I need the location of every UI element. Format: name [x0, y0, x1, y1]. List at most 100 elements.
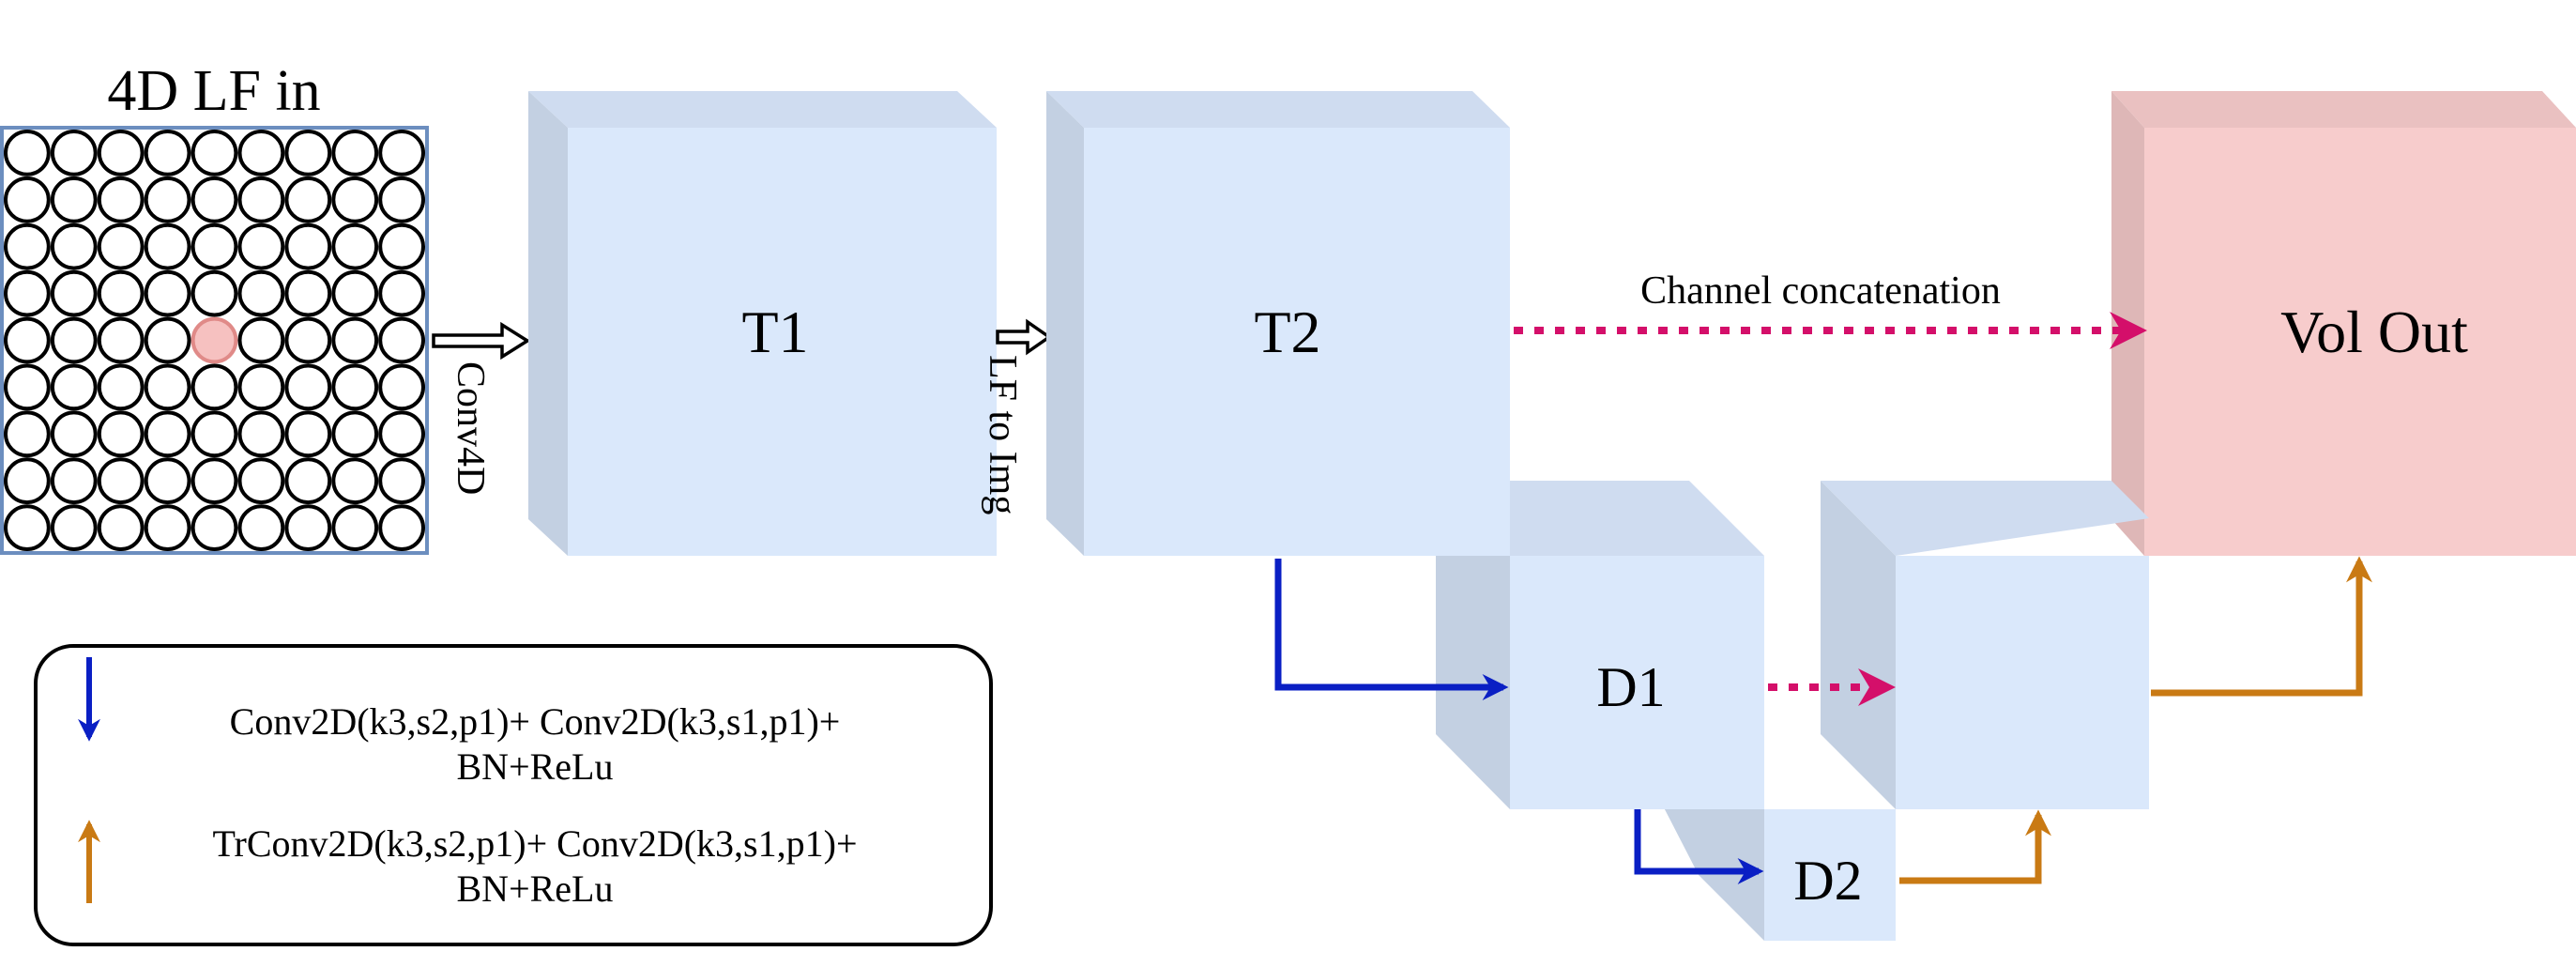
lenslet: [331, 410, 379, 458]
vol-out-label: Vol Out: [2280, 299, 2468, 365]
lenslet: [4, 504, 51, 551]
lenslet: [97, 410, 145, 458]
lenslet: [50, 410, 98, 458]
lenslet: [50, 130, 98, 177]
t2-label: T2: [1254, 299, 1320, 365]
lenslet: [191, 223, 238, 270]
lenslet-highlighted: [191, 316, 238, 364]
lenslet: [378, 504, 426, 551]
lenslet: [378, 269, 426, 317]
up-arrow-decoder-out: [2151, 556, 2372, 697]
lenslet: [4, 316, 51, 364]
lenslet: [237, 130, 285, 177]
lenslet: [97, 363, 145, 411]
concat-label: Channel concatenation: [1640, 269, 2001, 313]
lenslet: [4, 223, 51, 270]
up-arrow-d2-decoder: [1899, 809, 2051, 884]
lenslet: [191, 504, 238, 551]
lenslet: [4, 130, 51, 177]
lenslet: [191, 130, 238, 177]
lenslet: [331, 176, 379, 223]
lenslet: [144, 223, 191, 270]
lenslet: [144, 410, 191, 458]
down-arrow-t2-d1: [1274, 559, 1509, 700]
vol-out-block: Vol Out: [2111, 91, 2576, 556]
lenslet: [284, 316, 332, 364]
lenslet: [4, 457, 51, 505]
lenslet: [97, 223, 145, 270]
lenslet: [4, 410, 51, 458]
lenslet: [284, 223, 332, 270]
lenslet: [331, 223, 379, 270]
lenslet: [144, 316, 191, 364]
lenslet: [191, 457, 238, 505]
lf-to-img-label: LF to Img: [981, 355, 1024, 514]
lenslet: [378, 363, 426, 411]
lenslet: [144, 269, 191, 317]
lenslet: [50, 457, 98, 505]
lenslet: [378, 316, 426, 364]
d2-label: D2: [1793, 850, 1862, 912]
lenslet: [378, 130, 426, 177]
lenslet: [144, 504, 191, 551]
lenslet: [4, 176, 51, 223]
lenslet: [50, 363, 98, 411]
d1-block: D1: [1436, 481, 1764, 809]
lenslet: [144, 363, 191, 411]
t1-label: T1: [741, 299, 808, 365]
lenslet: [237, 410, 285, 458]
lenslet: [97, 269, 145, 317]
lenslet: [191, 363, 238, 411]
lenslet: [97, 176, 145, 223]
t1-block: T1: [528, 91, 997, 556]
lenslet: [331, 504, 379, 551]
lenslet: [378, 223, 426, 270]
lenslet: [378, 457, 426, 505]
lenslet: [4, 363, 51, 411]
lenslet: [331, 363, 379, 411]
input-title: 4D LF in: [107, 59, 320, 123]
lenslet: [50, 269, 98, 317]
conv4d-label: Conv4D: [449, 361, 492, 495]
conv4d-arrow-icon: [432, 321, 531, 361]
d2-block: D2: [1652, 784, 1896, 941]
lenslet: [191, 410, 238, 458]
lenslet: [191, 269, 238, 317]
lenslet: [50, 223, 98, 270]
lenslet: [284, 130, 332, 177]
lenslet: [144, 130, 191, 177]
lenslet: [378, 176, 426, 223]
lenslet: [4, 269, 51, 317]
legend-down-line2: BN+ReLu: [457, 745, 614, 788]
lenslet: [50, 504, 98, 551]
lenslet: [50, 316, 98, 364]
lenslet: [237, 504, 285, 551]
lenslet: [331, 457, 379, 505]
legend: Conv2D(k3,s2,p1)+ Conv2D(k3,s1,p1)+ BN+R…: [34, 644, 993, 946]
lenslet: [191, 176, 238, 223]
lenslet: [50, 176, 98, 223]
lenslet: [97, 504, 145, 551]
legend-up-line1: TrConv2D(k3,s2,p1)+ Conv2D(k3,s1,p1)+: [212, 822, 857, 865]
lenslet: [97, 457, 145, 505]
lenslet: [284, 176, 332, 223]
decoder-block: [1821, 481, 2149, 809]
legend-up-line2: BN+ReLu: [457, 867, 614, 910]
lenslet: [97, 130, 145, 177]
d1-label: D1: [1596, 656, 1665, 718]
lenslet: [331, 130, 379, 177]
lenslet: [284, 504, 332, 551]
lenslet: [378, 410, 426, 458]
down-arrow-d1-d2: [1634, 809, 1764, 884]
legend-down-line1: Conv2D(k3,s2,p1)+ Conv2D(k3,s1,p1)+: [230, 700, 841, 743]
lenslet: [237, 363, 285, 411]
lenslet: [237, 457, 285, 505]
lenslet: [144, 457, 191, 505]
lenslet: [331, 269, 379, 317]
lenslet: [237, 316, 285, 364]
lenslet: [237, 223, 285, 270]
lenslet: [97, 316, 145, 364]
input-lenslet-grid: [4, 130, 426, 551]
lenslet: [331, 316, 379, 364]
